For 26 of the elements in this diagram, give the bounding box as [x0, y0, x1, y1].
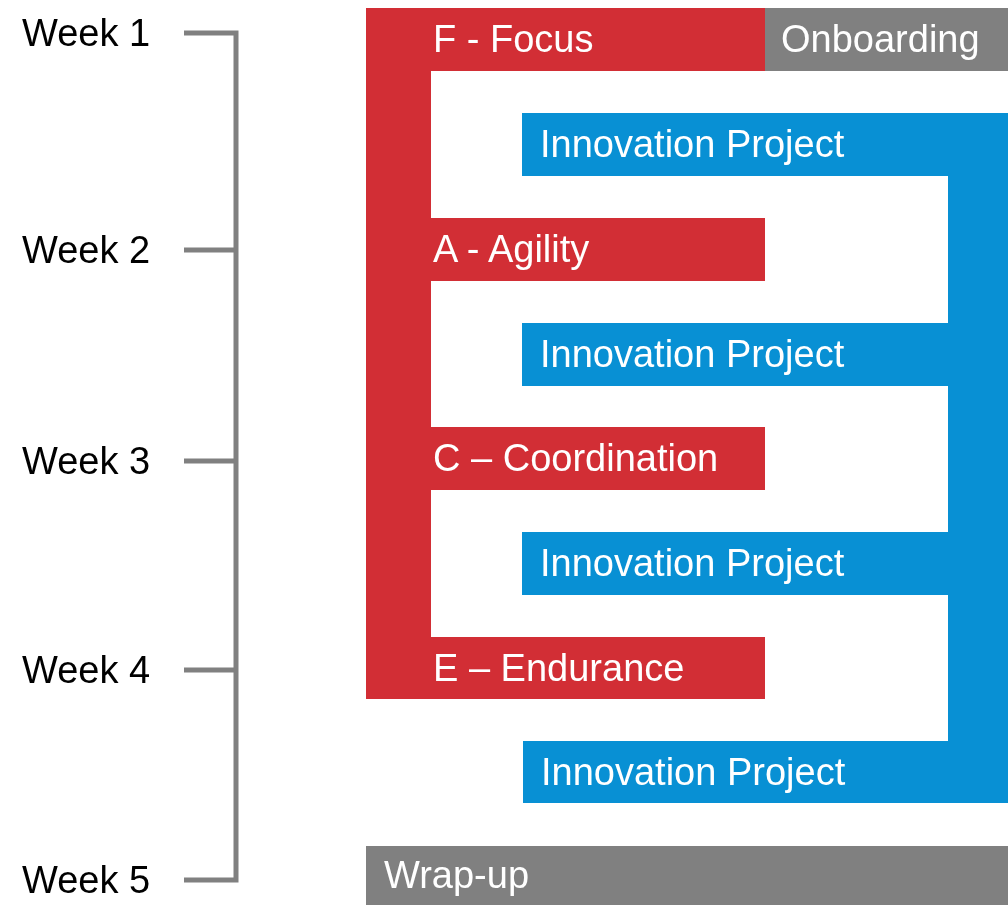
spine-band: [948, 113, 1008, 741]
phase-bar: [366, 8, 765, 71]
phase-bar: [366, 846, 1008, 905]
week-label: Week 5: [22, 858, 151, 902]
phase-label: Innovation Project: [541, 750, 846, 794]
phase-bar: [431, 427, 765, 490]
phase-label: Onboarding: [781, 18, 980, 61]
phase-bar: [523, 741, 1008, 803]
week-label: Week 4: [22, 648, 151, 692]
phase-label: Innovation Project: [540, 542, 845, 585]
phase-label: Innovation Project: [540, 333, 845, 376]
phase-label: Innovation Project: [540, 123, 845, 166]
phase-label: F - Focus: [433, 18, 594, 61]
phase-label: C – Coordination: [433, 437, 719, 480]
phase-bar: [522, 113, 948, 176]
phase-bar: [765, 8, 1008, 71]
phase-bar: [522, 532, 948, 595]
week-label: Week 1: [22, 11, 151, 55]
phase-bar: [366, 637, 765, 699]
phase-bar: [522, 323, 948, 386]
phase-bar: [431, 218, 765, 281]
week-label: Week 2: [22, 228, 151, 272]
week-label: Week 3: [22, 439, 151, 483]
phase-label: Wrap-up: [384, 854, 530, 897]
phase-label: A - Agility: [433, 228, 590, 271]
phase-label: E – Endurance: [433, 646, 685, 690]
